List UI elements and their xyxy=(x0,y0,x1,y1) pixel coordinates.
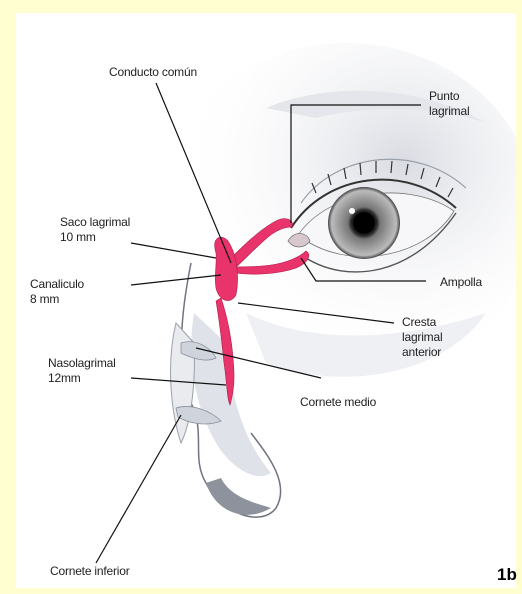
lacrimal-anatomy-figure: Conducto común Punto lagrimal Saco lagri… xyxy=(16,13,516,588)
label-cornete-medio: Cornete medio xyxy=(300,395,376,410)
eye-highlight xyxy=(349,208,355,214)
label-punto-lagrimal-line1: Punto xyxy=(429,89,469,104)
label-cornete-medio-text: Cornete medio xyxy=(300,395,376,410)
label-cornete-inferior-text: Cornete inferior xyxy=(50,564,130,579)
label-ampolla-text: Ampolla xyxy=(440,275,482,290)
label-saco-lagrimal: Saco lagrimal 10 mm xyxy=(60,215,130,245)
pupil xyxy=(353,212,375,234)
label-nasolagrimal-line1: Nasolagrimal xyxy=(48,356,116,371)
label-punto-lagrimal: Punto lagrimal xyxy=(429,89,469,119)
label-canaliculo-line2: 8 mm xyxy=(30,292,84,307)
leader-cornete-inferior xyxy=(96,415,181,563)
label-cresta-line2: lagrimal xyxy=(402,330,442,345)
label-ampolla: Ampolla xyxy=(440,275,482,290)
label-cornete-inferior: Cornete inferior xyxy=(50,564,130,579)
figure-number: 1b xyxy=(497,565,517,585)
label-canaliculo: Canaliculo 8 mm xyxy=(30,277,84,307)
label-cresta-line3: anterior xyxy=(402,345,442,360)
label-canaliculo-line1: Canaliculo xyxy=(30,277,84,292)
label-nasolagrimal: Nasolagrimal 12mm xyxy=(48,356,116,386)
label-cresta-line1: Cresta xyxy=(402,315,442,330)
label-punto-lagrimal-line2: lagrimal xyxy=(429,104,469,119)
label-nasolagrimal-line2: 12mm xyxy=(48,371,116,386)
label-saco-lagrimal-line2: 10 mm xyxy=(60,230,130,245)
label-cresta-lagrimal: Cresta lagrimal anterior xyxy=(402,315,442,360)
nostril xyxy=(206,478,271,515)
label-conducto-comun-text: Conducto común xyxy=(109,65,197,80)
label-conducto-comun: Conducto común xyxy=(109,65,197,80)
label-saco-lagrimal-line1: Saco lagrimal xyxy=(60,215,130,230)
